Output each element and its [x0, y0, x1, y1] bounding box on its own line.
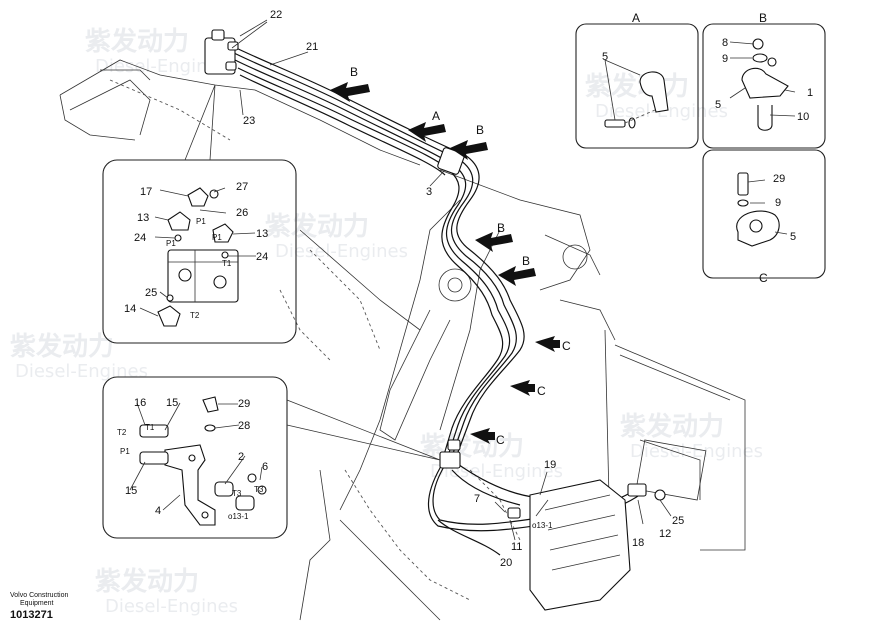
callout-28: 28: [238, 420, 250, 432]
watermark-text: Diesel-Engines: [95, 56, 228, 77]
callout-29: 29: [773, 173, 785, 185]
detail-view-bracket: [102, 376, 441, 539]
callout-10: 10: [797, 111, 809, 123]
port-label-o13: o13-1: [228, 512, 249, 521]
view-c-box: C: [702, 149, 826, 285]
watermark-text: Diesel-Engines: [105, 596, 238, 617]
callout-25: 25: [672, 515, 684, 527]
callout-2: 2: [238, 451, 244, 463]
callout-24: 24: [134, 232, 146, 244]
leader-lines: [129, 19, 796, 541]
callout-19: 19: [544, 459, 556, 471]
arrow-label-a: A: [432, 109, 440, 123]
callout-26: 26: [236, 207, 248, 219]
callout-25: 25: [145, 287, 157, 299]
watermark-text: 紫发动力: [620, 411, 724, 442]
watermark-text: 紫发动力: [85, 26, 189, 57]
port-label-o13: o13-1: [532, 521, 553, 530]
view-arrow-c: [510, 380, 535, 396]
callout-20: 20: [500, 557, 512, 569]
callout-9: 9: [775, 197, 781, 209]
view-b-box: B: [702, 11, 826, 149]
arrow-label-c: C: [562, 339, 571, 353]
callout-1: 1: [807, 87, 813, 99]
arrow-label-b: B: [497, 221, 505, 235]
callout-8: 8: [722, 37, 728, 49]
view-arrow-b: [450, 140, 488, 160]
watermark-layer: 紫发动力 Diesel-Engines 紫发动力 Diesel-Engines …: [10, 26, 763, 617]
callout-5: 5: [790, 231, 796, 243]
port-label-t3: T3: [254, 485, 264, 494]
view-a-box: A: [575, 11, 699, 149]
view-title-b: B: [759, 11, 767, 25]
port-label-p1: P1: [166, 239, 176, 248]
footer-company-line1: Volvo Construction: [10, 592, 69, 599]
watermark-text: 紫发动力: [420, 431, 524, 462]
boom-outline: [59, 59, 746, 621]
callout-23: 23: [243, 115, 255, 127]
callout-18: 18: [632, 537, 644, 549]
callout-3: 3: [426, 186, 432, 198]
view-arrow-c: [535, 336, 560, 352]
view-arrow-c: [470, 428, 495, 444]
callout-12: 12: [659, 528, 671, 540]
arrow-label-b: B: [522, 254, 530, 268]
port-label-t2: T2: [117, 428, 127, 437]
callout-27: 27: [236, 181, 248, 193]
watermark-text: 紫发动力: [95, 566, 199, 597]
view-title-a: A: [632, 11, 640, 25]
callout-13: 13: [137, 212, 149, 224]
callout-15: 15: [166, 397, 178, 409]
arrow-label-c: C: [496, 433, 505, 447]
callout-labels: 22 21 23 3 19 7 11 20 18 12 25 o13-1 5 8…: [117, 9, 813, 569]
view-arrow-b: [330, 82, 370, 102]
callout-13: 13: [256, 228, 268, 240]
callout-17: 17: [140, 186, 152, 198]
watermark-text: 紫发动力: [10, 331, 114, 362]
callout-29: 29: [238, 398, 250, 410]
view-arrows: B A B B B C C C: [330, 65, 571, 447]
control-valve: [439, 439, 666, 611]
arrow-label-b: B: [476, 123, 484, 137]
watermark-text: Diesel-Engines: [275, 241, 408, 262]
arrow-label-c: C: [537, 384, 546, 398]
port-label-t2: T2: [190, 311, 200, 320]
view-title-c: C: [759, 271, 768, 285]
drawing-number: 1013271: [10, 609, 53, 621]
port-label-p1: P1: [120, 447, 130, 456]
callout-24: 24: [256, 251, 268, 263]
watermark-text: Diesel-Engines: [430, 461, 563, 482]
port-label-t1: T1: [145, 423, 155, 432]
port-label-t1: T1: [222, 259, 232, 268]
port-label-t3: T3: [232, 489, 242, 498]
callout-5: 5: [715, 99, 721, 111]
view-arrow-b: [498, 266, 536, 286]
detail-view-top-fittings: [102, 84, 297, 344]
callout-16: 16: [134, 397, 146, 409]
footer-company-line2: Equipment: [20, 600, 54, 607]
callout-14: 14: [124, 303, 136, 315]
callout-11: 11: [511, 541, 522, 553]
view-arrow-b: [475, 232, 513, 252]
callout-7: 7: [474, 493, 480, 505]
watermark-text: 紫发动力: [265, 211, 369, 242]
callout-5: 5: [602, 51, 608, 63]
footer-company: Volvo Construction Equipment: [10, 592, 68, 608]
callout-15: 15: [125, 485, 137, 497]
callout-6: 6: [262, 461, 268, 473]
callout-9: 9: [722, 53, 728, 65]
callout-4: 4: [155, 505, 161, 517]
port-label-p1: P1: [212, 233, 222, 242]
top-fittings: [204, 29, 465, 175]
callout-21: 21: [306, 41, 318, 53]
port-label-p1: P1: [196, 217, 206, 226]
watermark-text: Diesel-Engines: [15, 361, 148, 382]
callout-22: 22: [270, 9, 282, 21]
arrow-label-b: B: [350, 65, 358, 79]
watermark-text: Diesel-Engines: [630, 441, 763, 462]
watermark-text: 紫发动力: [585, 71, 689, 102]
view-arrow-a: [408, 122, 446, 142]
